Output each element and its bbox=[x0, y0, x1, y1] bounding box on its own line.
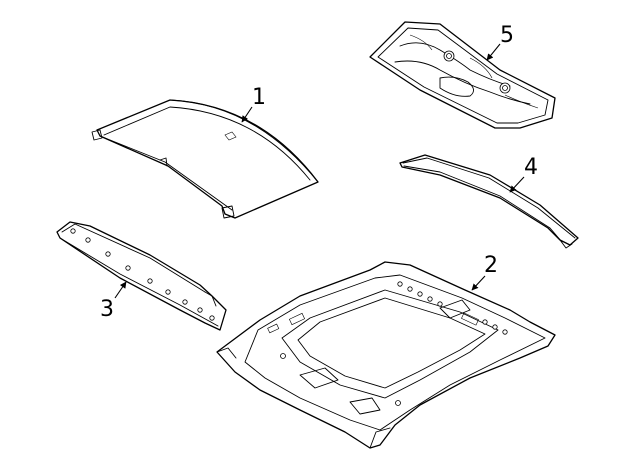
roof-panel-part bbox=[91, 99, 319, 219]
callout-label-2: 2 bbox=[484, 253, 498, 278]
callout-3: 3 bbox=[100, 281, 127, 322]
callout-5: 5 bbox=[486, 23, 514, 61]
leader-line-2 bbox=[471, 275, 486, 291]
callout-label-3: 3 bbox=[100, 297, 114, 322]
front-header-rail-part bbox=[56, 221, 227, 331]
leader-line-3 bbox=[114, 281, 127, 299]
callout-4: 4 bbox=[509, 155, 538, 193]
leader-line-5 bbox=[486, 43, 501, 61]
insulation-pad-part bbox=[369, 21, 556, 129]
leader-line-1 bbox=[241, 106, 253, 123]
callout-1: 1 bbox=[241, 85, 266, 123]
callout-label-4: 4 bbox=[524, 155, 538, 180]
rear-header-rail-part bbox=[399, 154, 579, 249]
leader-line-4 bbox=[509, 176, 525, 193]
callout-label-5: 5 bbox=[500, 23, 514, 48]
callout-label-1: 1 bbox=[252, 85, 266, 110]
roof-frame-part bbox=[216, 261, 556, 449]
callout-2: 2 bbox=[471, 253, 498, 291]
